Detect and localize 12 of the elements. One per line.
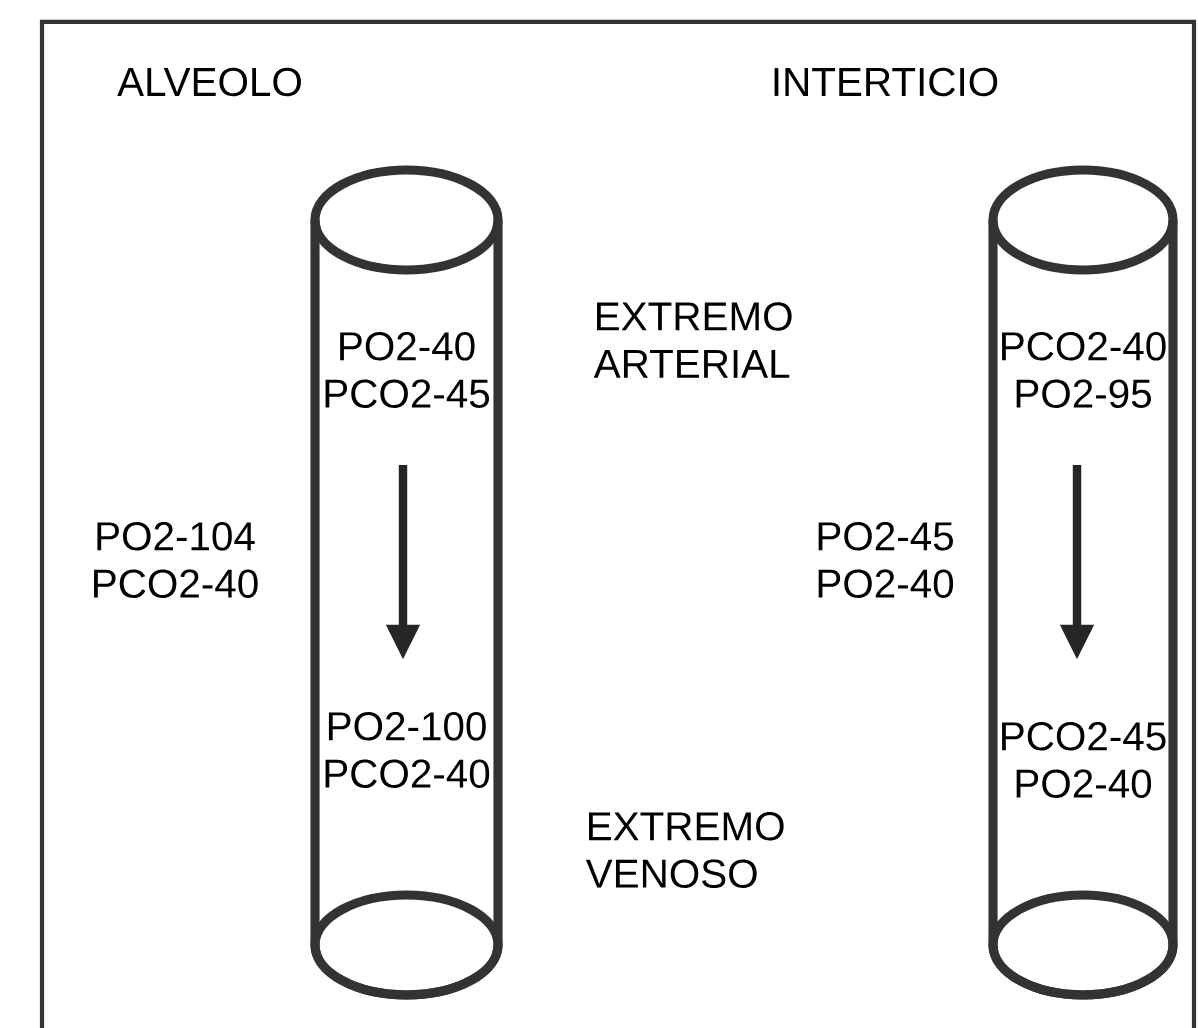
label: INTERTICIO <box>774 67 998 97</box>
pressure-values: PCO2-40 PO2-95 <box>1002 331 1166 408</box>
label: PO2-104 PCO2-40 <box>94 521 258 598</box>
cylinder <box>988 165 1178 1000</box>
label: EXTREMO ARTERIAL <box>593 302 792 378</box>
label: ALVEOLO <box>117 67 301 97</box>
pressure-values: PCO2-45 PO2-40 <box>1002 721 1166 798</box>
pressure-values: PO2-40 PCO2-45 <box>325 331 490 408</box>
label: EXTREMO VENOSO <box>585 811 784 888</box>
pressure-values: PO2-100 PCO2-40 <box>325 711 490 788</box>
cylinder <box>310 165 503 1000</box>
label: PO2-45 PO2-40 <box>818 521 954 598</box>
